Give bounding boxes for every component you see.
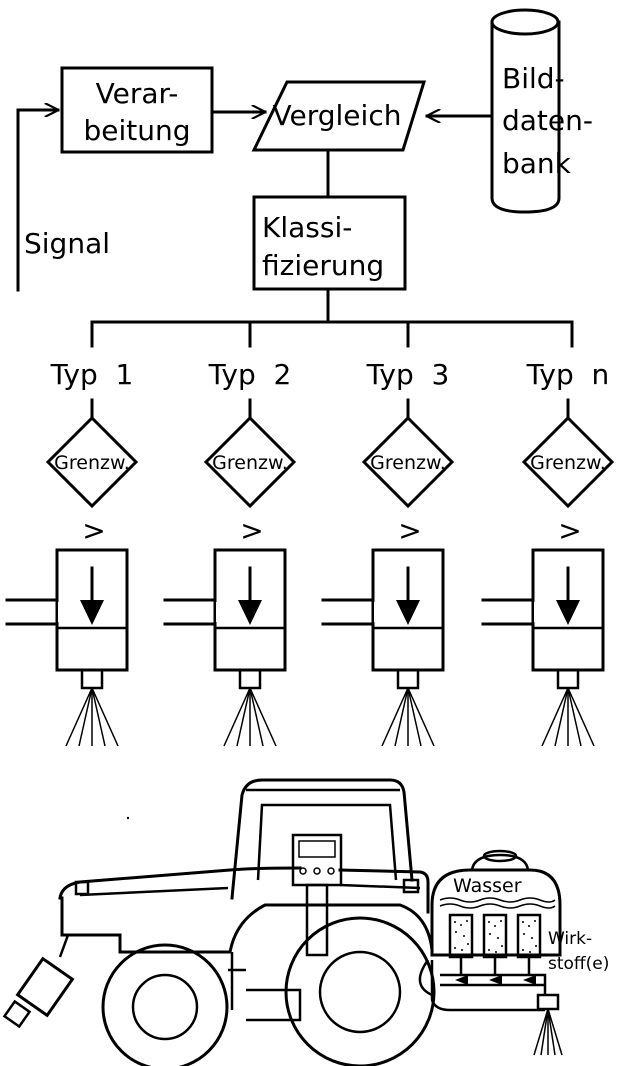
spray-fan bbox=[541, 687, 595, 747]
spray-valve bbox=[321, 548, 445, 672]
bilddatenbank-label-3: bank bbox=[502, 147, 572, 180]
verarbeitung-label-2: beitung bbox=[83, 114, 190, 147]
wasser-label: Wasser bbox=[453, 875, 522, 897]
sprayer-unit bbox=[418, 849, 563, 1056]
type-label: Typ 3 bbox=[366, 358, 450, 391]
valve-arrow-icon bbox=[556, 600, 580, 625]
signal-line bbox=[16, 110, 60, 292]
camera-icon bbox=[2, 934, 75, 1029]
type-label: Typ 2 bbox=[208, 358, 292, 391]
tractor bbox=[2, 778, 436, 1066]
agent-cartridges bbox=[448, 913, 542, 975]
nozzle bbox=[396, 668, 420, 690]
spray-valve bbox=[481, 548, 605, 672]
threshold-diamond bbox=[45, 415, 139, 509]
nozzle bbox=[238, 668, 262, 690]
threshold-label: Grenzw. bbox=[370, 452, 446, 474]
vergleich-parallelogram bbox=[251, 80, 427, 152]
control-monitor bbox=[291, 833, 343, 957]
spray-fan bbox=[381, 687, 435, 747]
threshold-diamond bbox=[521, 415, 615, 509]
type-column-4: Typ n Grenzw. > bbox=[481, 358, 615, 747]
wirkstoff-label-1: Wirk- bbox=[548, 929, 592, 949]
spray-fan bbox=[65, 687, 119, 747]
klassifizierung-label-1: Klassi- bbox=[262, 211, 352, 244]
valve-arrow-icon bbox=[238, 600, 262, 625]
type-column-1: Typ 1 Grenzw. > bbox=[5, 358, 139, 747]
klassifizierung-label-2: fizierung bbox=[262, 249, 384, 282]
type-label: Typ n bbox=[526, 358, 610, 391]
nozzle bbox=[80, 668, 104, 690]
spray-valve bbox=[163, 548, 287, 672]
threshold-operator: > bbox=[558, 514, 581, 547]
threshold-label: Grenzw. bbox=[212, 452, 288, 474]
threshold-label: Grenzw. bbox=[530, 452, 606, 474]
threshold-operator: > bbox=[240, 514, 263, 547]
type-label: Typ 1 bbox=[50, 358, 134, 391]
signal-label: Signal bbox=[24, 227, 110, 260]
valve-arrow-icon bbox=[80, 600, 104, 625]
threshold-operator: > bbox=[398, 514, 421, 547]
spray-fan bbox=[223, 687, 277, 747]
threshold-label: Grenzw. bbox=[54, 452, 130, 474]
bilddatenbank-label-2: daten- bbox=[502, 104, 593, 137]
valve-arrow-icon bbox=[396, 600, 420, 625]
verarbeitung-label-1: Verar- bbox=[96, 77, 179, 110]
threshold-operator: > bbox=[82, 514, 105, 547]
nozzle bbox=[556, 668, 580, 690]
classification-bus bbox=[90, 287, 574, 348]
wirkstoff-label-2: stoff(e) bbox=[548, 954, 609, 974]
bilddatenbank-cylinder bbox=[490, 8, 561, 214]
bilddatenbank-label-1: Bild- bbox=[502, 62, 565, 95]
vergleich-label: Vergleich bbox=[273, 99, 402, 132]
spray-valve bbox=[5, 548, 129, 672]
threshold-diamond bbox=[361, 415, 455, 509]
type-column-3: Typ 3 Grenzw. > bbox=[321, 358, 455, 747]
threshold-diamond bbox=[203, 415, 297, 509]
stray-dot bbox=[126, 816, 130, 820]
verarbeitung-box bbox=[60, 66, 214, 154]
spray-fan bbox=[533, 1008, 563, 1056]
type-column-2: Typ 2 Grenzw. > bbox=[163, 358, 297, 747]
